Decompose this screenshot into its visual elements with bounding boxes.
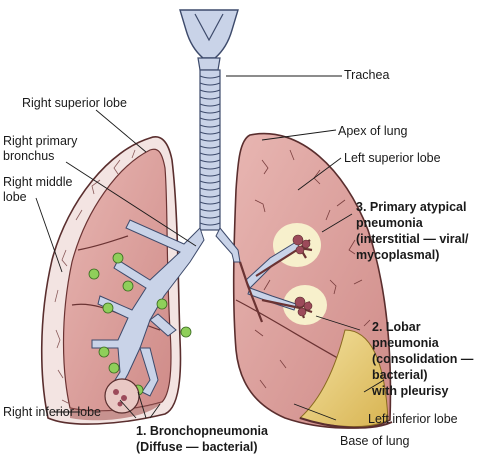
- leader-lines: [35, 75, 385, 421]
- right-horizontal-fissure: [77, 235, 129, 251]
- label-lobar-1: 2. Lobar: [372, 320, 421, 334]
- trachea-ring: [199, 82, 221, 86]
- right-lung-body: [62, 148, 172, 412]
- trachea: [199, 69, 221, 231]
- label-atypical-3: (interstitial — viral/: [356, 232, 469, 246]
- trachea-ring: [199, 75, 221, 79]
- label-atypical-1: 3. Primary atypical: [356, 200, 467, 214]
- label-base-of-lung: Base of lung: [340, 434, 410, 448]
- trachea-ring: [199, 138, 221, 142]
- larynx: [179, 9, 239, 71]
- label-right-middle-lobe-2: lobe: [3, 190, 27, 204]
- trachea-ring: [199, 103, 221, 107]
- label-apex-of-lung: Apex of lung: [338, 124, 408, 138]
- trachea-ring: [199, 131, 221, 135]
- trachea-ring: [199, 96, 221, 100]
- trachea-ring: [199, 152, 221, 156]
- label-right-superior-lobe: Right superior lobe: [22, 96, 127, 110]
- trachea-ring: [199, 187, 221, 191]
- trachea-ring: [199, 222, 221, 226]
- trachea-ring: [199, 89, 221, 93]
- label-right-primary-bronchus-1: Right primary: [3, 134, 78, 148]
- label-left-inferior-lobe: Left inferior lobe: [368, 412, 458, 426]
- trachea-ring: [199, 124, 221, 128]
- trachea-ring: [199, 180, 221, 184]
- label-trachea: Trachea: [344, 68, 390, 82]
- label-right-middle-lobe-1: Right middle: [3, 175, 73, 189]
- label-lobar-5: with pleurisy: [372, 384, 449, 398]
- trachea-ring: [199, 201, 221, 205]
- left-lung: [232, 132, 393, 429]
- label-lobar-3: (consolidation —: [372, 352, 474, 366]
- label-broncho-1: 1. Bronchopneumonia: [136, 424, 268, 438]
- trachea-ring: [199, 208, 221, 212]
- label-broncho-2: (Diffuse — bacterial): [136, 440, 258, 454]
- label-lobar-2: pneumonia: [372, 336, 439, 350]
- label-right-primary-bronchus-2: bronchus: [3, 149, 55, 163]
- trachea-ring: [199, 166, 221, 170]
- bronchopneumonia-magnified: [104, 378, 140, 414]
- trachea-ring: [199, 215, 221, 219]
- label-atypical-2: pneumonia: [356, 216, 423, 230]
- atypical-infection-foci: [292, 234, 313, 317]
- label-left-superior-lobe: Left superior lobe: [344, 151, 441, 165]
- label-right-inferior-lobe: Right inferior lobe: [3, 405, 101, 419]
- label-atypical-4: mycoplasmal): [356, 248, 440, 262]
- trachea-ring: [199, 194, 221, 198]
- trachea-ring: [199, 173, 221, 177]
- trachea-ring: [199, 159, 221, 163]
- label-lobar-4: bacterial): [372, 368, 428, 382]
- trachea-ring: [199, 145, 221, 149]
- trachea-ring: [199, 117, 221, 121]
- trachea-ring: [199, 110, 221, 114]
